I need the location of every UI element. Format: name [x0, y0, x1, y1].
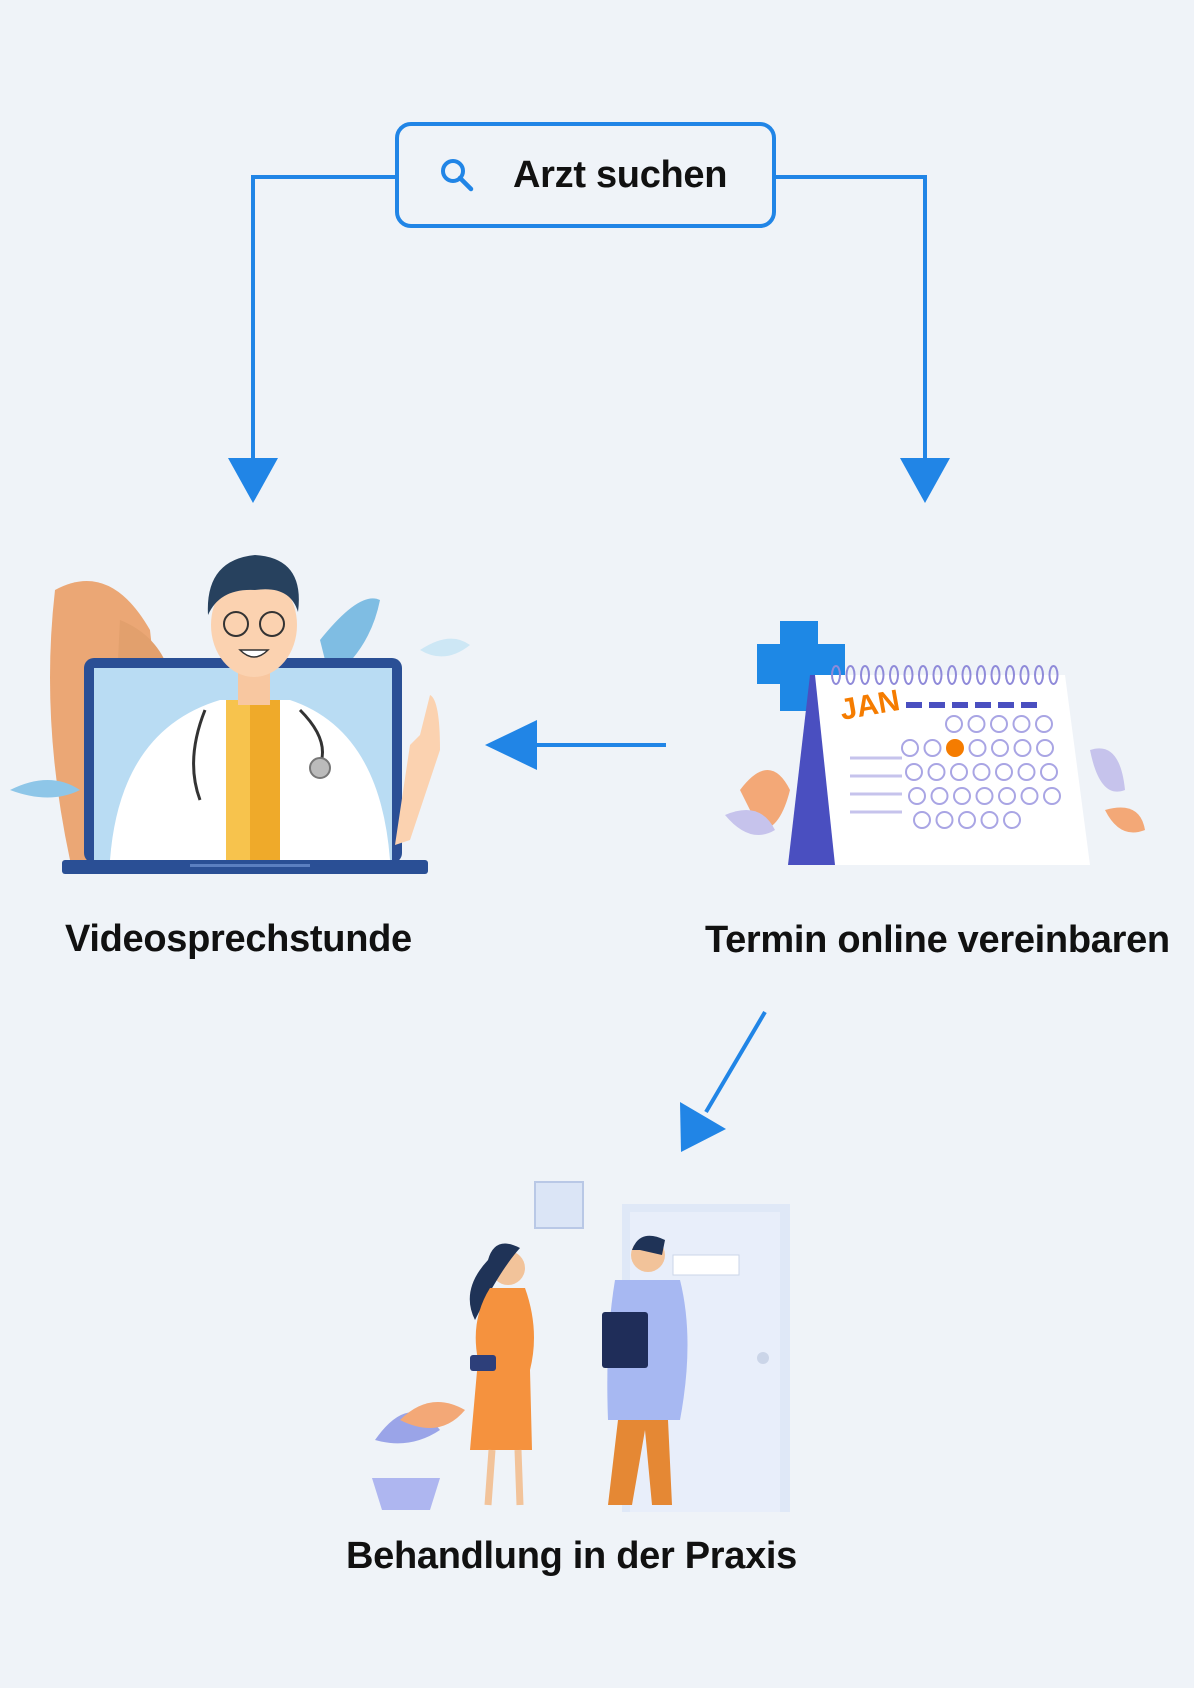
calendar-day [953, 787, 971, 805]
calendar-ring [961, 665, 972, 685]
calendar-day [991, 739, 1009, 757]
calendar-ring [903, 665, 914, 685]
calendar-day [1013, 739, 1032, 757]
calendar-day [972, 763, 991, 781]
calendar-day [908, 787, 926, 805]
calendar-day [1036, 739, 1054, 757]
calendar-ring [1048, 665, 1059, 685]
step-label-practice: Behandlung in der Praxis [346, 1535, 798, 1577]
calendar-day [1040, 763, 1058, 781]
calendar-ring [874, 665, 885, 685]
arrowhead-diagonal-icon [680, 1102, 726, 1152]
calendar-day [1020, 787, 1039, 805]
calendar-dash [929, 702, 945, 708]
connector-search-to-video [251, 175, 395, 465]
calendar-day [967, 715, 986, 733]
search-doctor-button[interactable]: Arzt suchen [395, 122, 776, 228]
calendar-day [927, 763, 946, 781]
search-doctor-label: Arzt suchen [513, 153, 728, 196]
calendar-ring [947, 665, 957, 685]
calendar-day [945, 715, 963, 733]
arrowhead-down-icon [228, 458, 278, 503]
calendar-dash [975, 702, 991, 708]
calendar-ring [831, 665, 841, 685]
calendar-dash [998, 702, 1014, 708]
calendar-ring [1034, 665, 1044, 685]
connector-search-to-online [776, 175, 927, 465]
calendar-day [975, 787, 994, 805]
calendar-ring [932, 665, 943, 685]
practice-illustration [372, 1181, 790, 1512]
calendar-day [990, 715, 1008, 733]
video-consultation-illustration [10, 555, 470, 874]
calendar-ring [990, 665, 1001, 685]
calendar-day [998, 787, 1016, 805]
calendar-ring [1019, 665, 1030, 685]
calendar-day [923, 739, 942, 757]
calendar-day [958, 811, 976, 829]
calendar-day [1043, 787, 1061, 805]
calendar-day [1017, 763, 1036, 781]
calendar-day [1035, 715, 1053, 733]
arrowhead-left-icon [485, 720, 537, 770]
calendar-dash [1021, 702, 1037, 708]
calendar-dash [906, 702, 922, 708]
connector-online-to-practice [704, 1010, 767, 1114]
calendar-day [995, 763, 1013, 781]
calendar-ring [860, 665, 870, 685]
calendar-day [968, 739, 987, 757]
calendar-day [930, 787, 949, 805]
calendar-day [980, 811, 999, 829]
calendar-day [1003, 811, 1021, 829]
search-icon [441, 159, 474, 192]
calendar-day [946, 739, 964, 757]
step-label-video: Videosprechstunde [65, 918, 412, 960]
calendar-day [1012, 715, 1031, 733]
calendar-ring [845, 665, 856, 685]
calendar-ring [1005, 665, 1015, 685]
calendar-day [935, 811, 954, 829]
arrowhead-down-icon [900, 458, 950, 503]
calendar-dash [952, 702, 968, 708]
calendar-ring [918, 665, 928, 685]
calendar-ring [976, 665, 986, 685]
calendar-ring [889, 665, 899, 685]
calendar-illustration [725, 621, 1145, 865]
step-label-online: Termin online vereinbaren [705, 919, 1170, 961]
calendar-day [913, 811, 931, 829]
calendar-day [905, 763, 923, 781]
calendar-day [901, 739, 919, 757]
calendar-day [950, 763, 968, 781]
